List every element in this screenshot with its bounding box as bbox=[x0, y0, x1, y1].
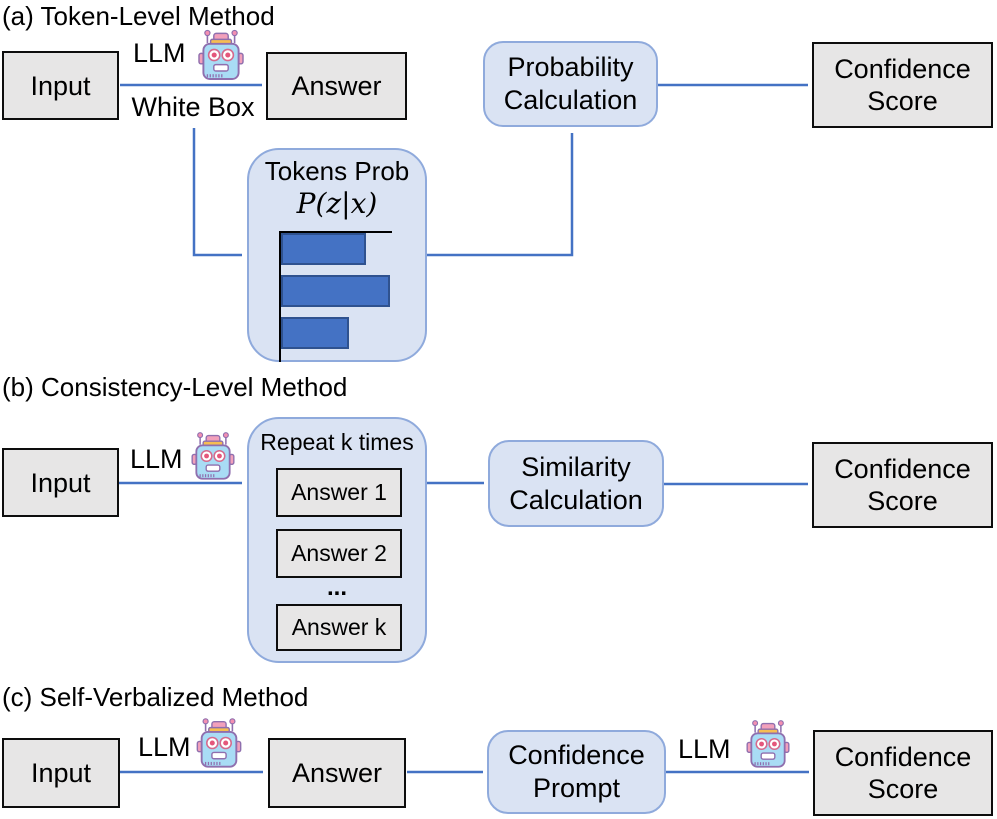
bar-chart-topline bbox=[279, 231, 392, 234]
probability-calculation-line1: Probability bbox=[507, 52, 634, 82]
confidence-score-c-line2: Score bbox=[867, 774, 939, 804]
probability-calculation-line2: Calculation bbox=[503, 85, 638, 115]
token-prob-bar-3 bbox=[281, 317, 349, 349]
llm-robot-icon-c2 bbox=[744, 719, 792, 769]
answer-label-a: Answer bbox=[291, 71, 382, 101]
llm-label-c1: LLM bbox=[138, 732, 191, 762]
arrow-a-whitebox-to-tokensprob bbox=[192, 128, 242, 257]
white-box-label: White Box bbox=[131, 92, 255, 122]
answers-ellipsis: ... bbox=[326, 574, 347, 601]
confidence-score-b-line2: Score bbox=[867, 486, 938, 516]
confidence-score-box-a: Confidence Score bbox=[812, 42, 993, 128]
answer-2-box: Answer 2 bbox=[276, 529, 402, 578]
input-label-c: Input bbox=[30, 758, 92, 788]
input-box-c: Input bbox=[2, 738, 120, 808]
tokens-prob-title: Tokens Prob bbox=[264, 156, 410, 186]
answer-1-box: Answer 1 bbox=[276, 468, 402, 517]
confidence-score-a-line2: Score bbox=[867, 86, 938, 116]
input-label-b: Input bbox=[30, 467, 91, 498]
answer-1-label: Answer 1 bbox=[291, 479, 387, 505]
confidence-prompt-line1: Confidence bbox=[508, 740, 645, 770]
input-label-a: Input bbox=[30, 70, 91, 101]
probability-calculation-box: Probability Calculation bbox=[483, 41, 658, 127]
llm-robot-icon-c1 bbox=[195, 717, 243, 769]
answer-k-box: Answer k bbox=[276, 604, 402, 651]
answer-label-c: Answer bbox=[291, 758, 383, 788]
similarity-calculation-line1: Similarity bbox=[521, 451, 631, 482]
answer-box-c: Answer bbox=[268, 738, 406, 808]
llm-label-c2: LLM bbox=[678, 734, 731, 764]
confidence-score-a-line1: Confidence bbox=[834, 54, 971, 84]
llm-robot-icon-a bbox=[197, 28, 245, 82]
input-box-b: Input bbox=[2, 448, 119, 517]
bar-chart-axis bbox=[279, 231, 282, 362]
answer-box-a: Answer bbox=[266, 52, 407, 120]
confidence-score-b-line1: Confidence bbox=[834, 454, 971, 484]
llm-label-b: LLM bbox=[130, 444, 183, 474]
token-prob-bar-2 bbox=[281, 275, 390, 307]
similarity-calculation-box: Similarity Calculation bbox=[488, 440, 664, 527]
input-box-a: Input bbox=[2, 51, 119, 120]
answer-2-label: Answer 2 bbox=[291, 540, 387, 566]
similarity-calculation-line2: Calculation bbox=[509, 484, 643, 515]
confidence-score-c-line1: Confidence bbox=[834, 742, 972, 772]
confidence-score-box-c: Confidence Score bbox=[813, 730, 993, 816]
section-c-title: (c) Self-Verbalized Method bbox=[2, 682, 309, 712]
section-b-title: (b) Consistency-Level Method bbox=[2, 372, 348, 402]
repeat-k-times-box: Repeat k times Answer 1 Answer 2 ... Ans… bbox=[247, 417, 427, 663]
confidence-prompt-box: Confidence Prompt bbox=[487, 730, 666, 814]
repeat-k-times-title: Repeat k times bbox=[260, 429, 414, 455]
tokens-prob-box: Tokens Prob P(z|x) bbox=[247, 148, 427, 362]
answer-k-label: Answer k bbox=[291, 614, 387, 640]
llm-robot-icon-b bbox=[189, 431, 237, 481]
confidence-score-box-b: Confidence Score bbox=[812, 442, 993, 528]
token-prob-bar-1 bbox=[281, 233, 366, 265]
arrow-a-tokensprob-to-probcalc bbox=[427, 133, 574, 257]
confidence-prompt-line2: Prompt bbox=[532, 773, 621, 803]
tokens-prob-formula: P(z|x) bbox=[296, 187, 378, 220]
section-a-title: (a) Token-Level Method bbox=[2, 1, 275, 31]
llm-label-a: LLM bbox=[133, 38, 186, 68]
